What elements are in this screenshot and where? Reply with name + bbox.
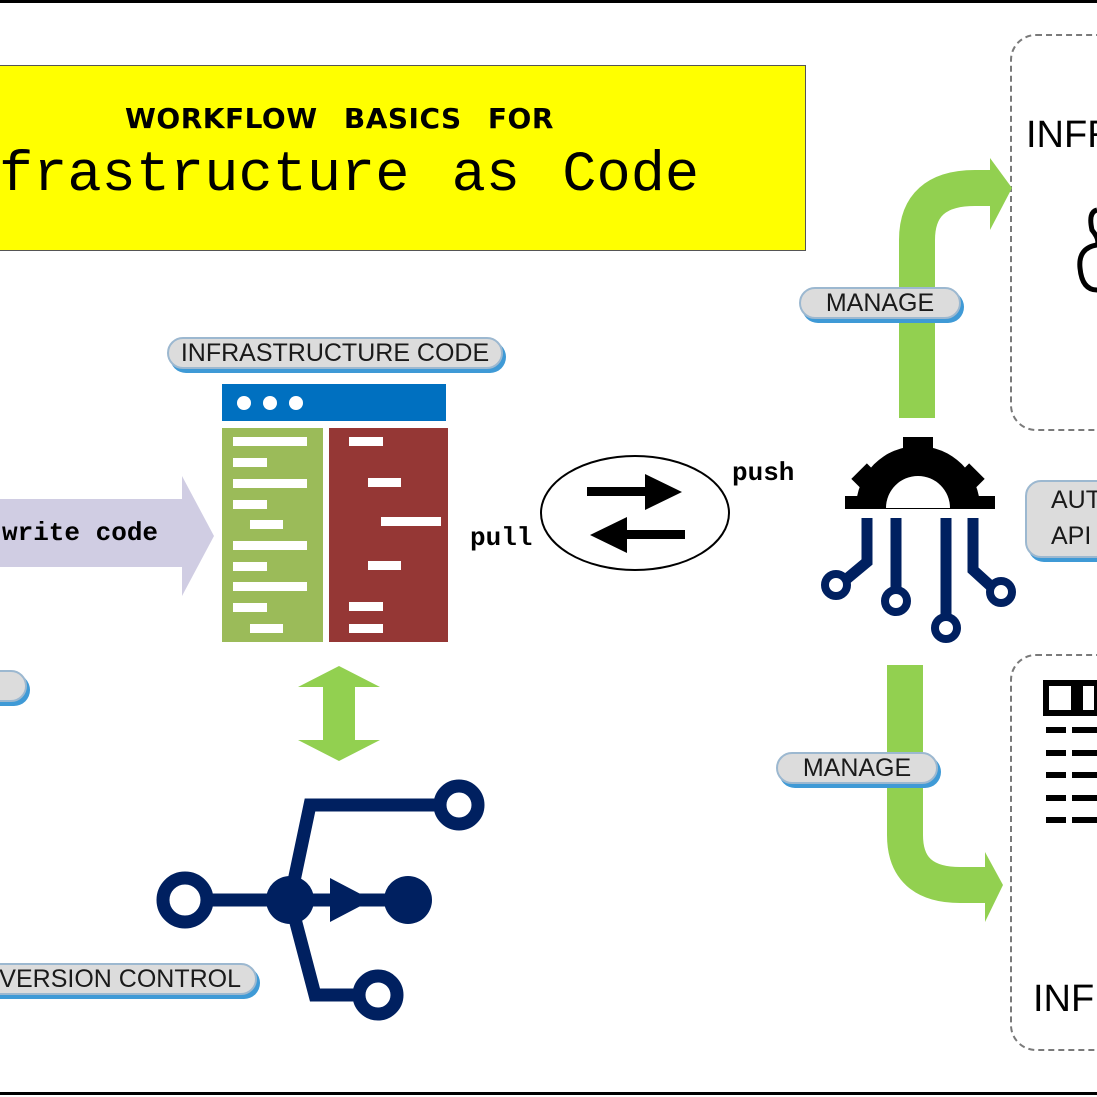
infrastructure-box-top	[1010, 34, 1097, 431]
partial-pill-left	[0, 670, 27, 702]
pull-label: pull	[470, 523, 533, 553]
automation-line-1: AUT	[1051, 486, 1097, 514]
cloud-icon	[1077, 207, 1097, 293]
frame-top-border	[0, 0, 1097, 3]
frame-bottom-border	[0, 1092, 1097, 1095]
infrastructure-box-bottom	[1010, 654, 1097, 1051]
automation-pill: AUT API	[1025, 480, 1097, 558]
manage-pill-bottom: MANAGE	[776, 752, 938, 784]
title-line-2: frastructure as Code	[0, 144, 700, 208]
push-label: push	[732, 458, 795, 488]
automation-line-2: API	[1051, 522, 1092, 550]
server-list-icon	[1043, 680, 1097, 823]
write-code-label: write code	[2, 518, 159, 548]
title-line-1: WORKFLOW BASICS FOR	[125, 102, 554, 135]
green-arrow-bottom	[887, 665, 990, 903]
title-banner: WORKFLOW BASICS FOR frastructure as Code	[0, 65, 806, 251]
code-window-icon	[222, 384, 448, 642]
write-code-arrow	[0, 476, 214, 596]
infrastructure-label-top: INFR	[1026, 114, 1097, 156]
manage-pill-top: MANAGE	[799, 287, 961, 319]
sync-arrows-icon	[540, 455, 730, 571]
version-control-pill: VERSION CONTROL	[0, 963, 257, 995]
infrastructure-label-bottom: INFR	[1033, 978, 1097, 1020]
gear-circuit-icon	[821, 437, 1016, 643]
infrastructure-code-pill: INFRASTRUCTURE CODE	[167, 337, 503, 369]
green-arrow-top	[899, 170, 995, 418]
green-double-arrow	[298, 666, 380, 761]
